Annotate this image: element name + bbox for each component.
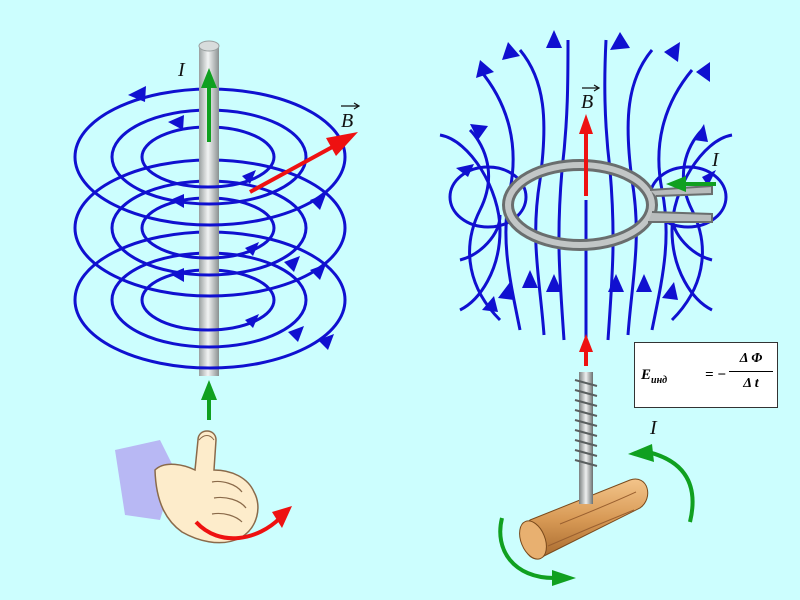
right-hand bbox=[115, 430, 259, 544]
current-arrow-bottom bbox=[201, 380, 217, 420]
wooden-handle bbox=[519, 478, 649, 560]
field-label-loop: B bbox=[581, 91, 593, 113]
fraction-bar bbox=[729, 371, 773, 372]
formula-fraction: Δ Φ Δ t bbox=[729, 349, 773, 394]
field-vector-loop bbox=[579, 114, 593, 196]
wire-loop bbox=[502, 159, 713, 251]
field-arrow-bottom-loop bbox=[579, 334, 593, 366]
corkscrew bbox=[519, 372, 649, 560]
wire bbox=[198, 40, 220, 376]
vector-bar-loop bbox=[582, 84, 601, 92]
field-vector-left bbox=[249, 132, 358, 194]
current-label-screw: I bbox=[649, 417, 658, 439]
straight-wire-field: I bbox=[73, 40, 361, 544]
formula-denominator: Δ t bbox=[743, 376, 759, 391]
formula-lhs: Eинд bbox=[641, 367, 668, 386]
formula-numerator: Δ Φ bbox=[739, 351, 763, 366]
induction-formula: Eинд = − Δ Φ Δ t bbox=[634, 342, 778, 408]
current-arrow-loop bbox=[666, 176, 716, 192]
field-label-left: B bbox=[341, 110, 353, 132]
rotation-arrow-hand bbox=[194, 506, 292, 541]
rotation-arrows-screw bbox=[498, 444, 695, 586]
vector-bar-left bbox=[341, 102, 361, 110]
current-label-loop: I bbox=[711, 149, 720, 171]
field-arrowheads bbox=[128, 86, 334, 350]
loop-field-arrowheads bbox=[456, 30, 716, 312]
current-arrow-top bbox=[201, 68, 217, 142]
formula-equals: = − bbox=[705, 367, 727, 383]
current-loop-field: I B bbox=[439, 30, 733, 586]
current-label-left: I bbox=[177, 59, 186, 81]
field-rings-front bbox=[73, 156, 347, 370]
